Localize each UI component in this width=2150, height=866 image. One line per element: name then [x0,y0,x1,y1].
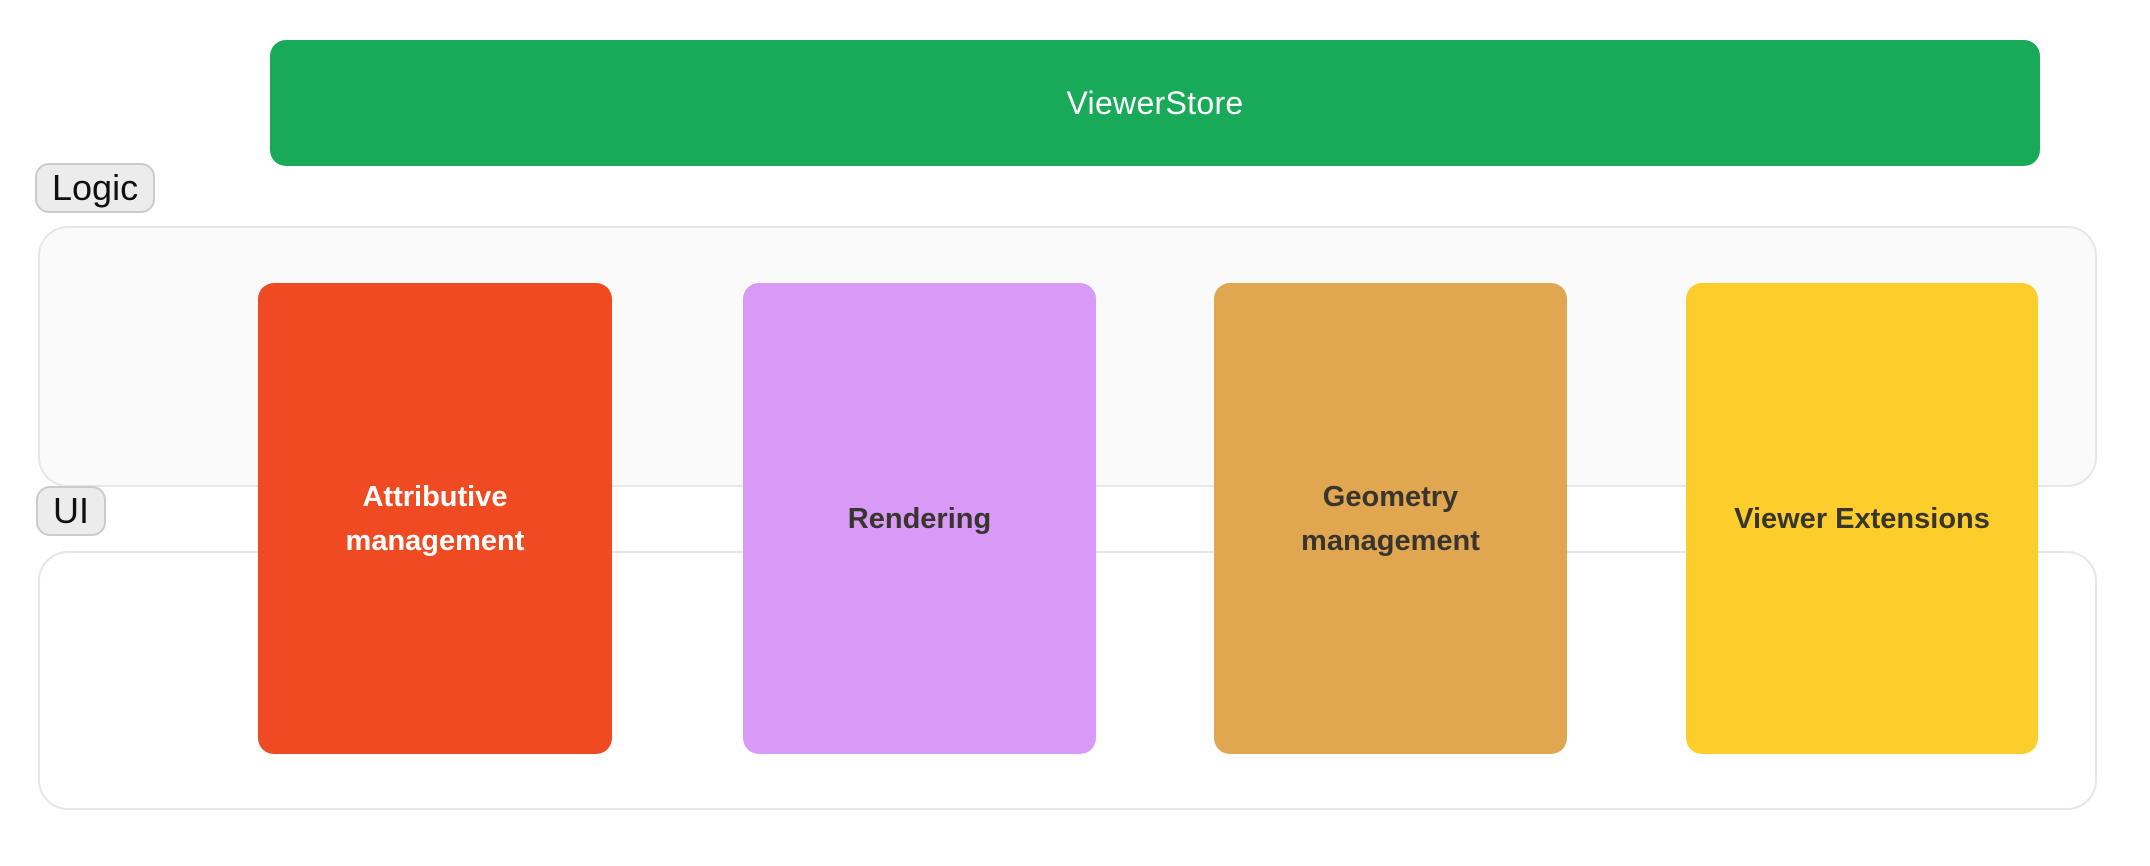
logic-section-badge: Logic [35,163,156,213]
module-label: Rendering [848,497,991,541]
module-label: Geometry management [1301,475,1480,563]
module-label-line: Rendering [847,502,992,535]
module-label-line: Geometry [1322,480,1459,513]
module-geometry-management: Geometry management [1214,283,1567,754]
module-label-line: Viewer Extensions [1734,502,1990,535]
module-attributive-management: Attributive management [258,283,612,754]
module-viewer-extensions: Viewer Extensions [1686,283,2038,754]
ui-badge-label: UI [53,490,89,531]
viewerstore-bar: ViewerStore [270,40,2040,166]
ui-section-badge: UI [36,486,106,536]
module-label: Viewer Extensions [1734,497,1990,541]
logic-badge-label: Logic [52,167,139,208]
module-label-line: Attributive [362,480,508,513]
viewerstore-label: ViewerStore [1066,84,1244,121]
module-label-line: management [345,524,525,557]
module-label-line: management [1301,524,1480,557]
module-rendering: Rendering [743,283,1096,754]
module-label: Attributive management [346,475,525,563]
